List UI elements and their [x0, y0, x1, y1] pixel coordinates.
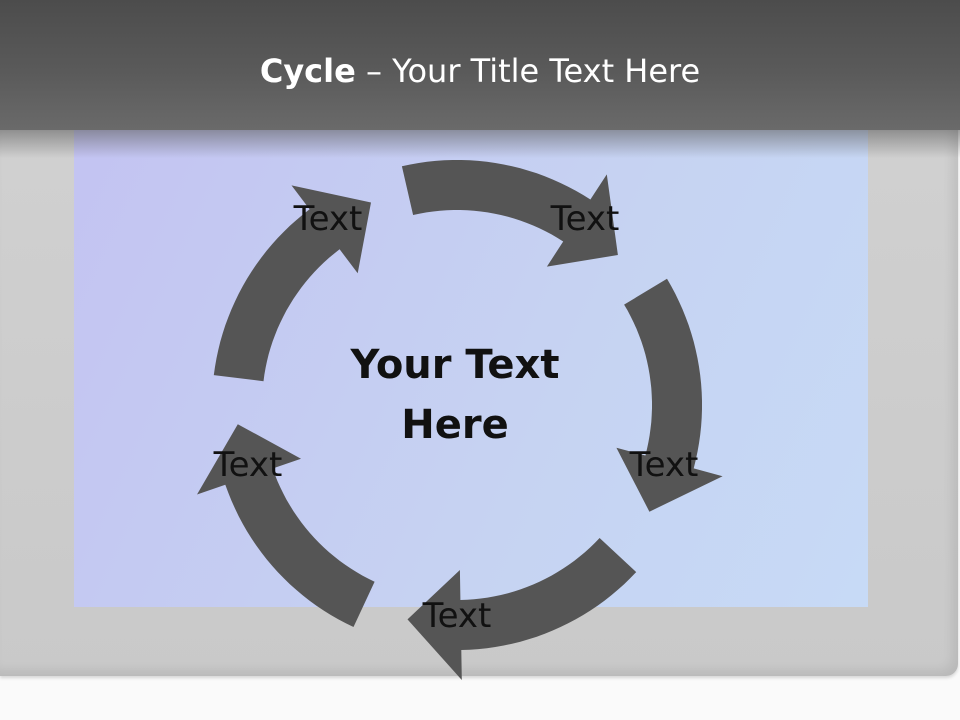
center-text-line-1: Your Text	[350, 342, 560, 388]
title-bar: Cycle – Your Title Text Here	[0, 0, 960, 158]
slide-title: Cycle – Your Title Text Here	[0, 52, 960, 90]
cycle-step-label-2: Text	[629, 445, 699, 485]
cycle-arrows	[197, 160, 723, 680]
cycle-arrow-3	[407, 538, 637, 680]
cycle-arrow-2	[616, 278, 723, 512]
cycle-step-label-3: Text	[422, 596, 492, 636]
cycle-step-label-1: Text	[550, 199, 620, 239]
center-text-line-2: Here	[401, 402, 509, 448]
cycle-step-label-5: Text	[293, 199, 363, 239]
cycle-arrow-4	[197, 424, 375, 627]
title-rest: – Your Title Text Here	[355, 52, 701, 90]
title-bold: Cycle	[259, 52, 356, 90]
cycle-arrow-1	[401, 160, 618, 267]
cycle-step-label-4: Text	[213, 445, 283, 485]
cycle-arrow-5	[213, 185, 371, 382]
center-text: Your Text Here	[325, 335, 585, 455]
